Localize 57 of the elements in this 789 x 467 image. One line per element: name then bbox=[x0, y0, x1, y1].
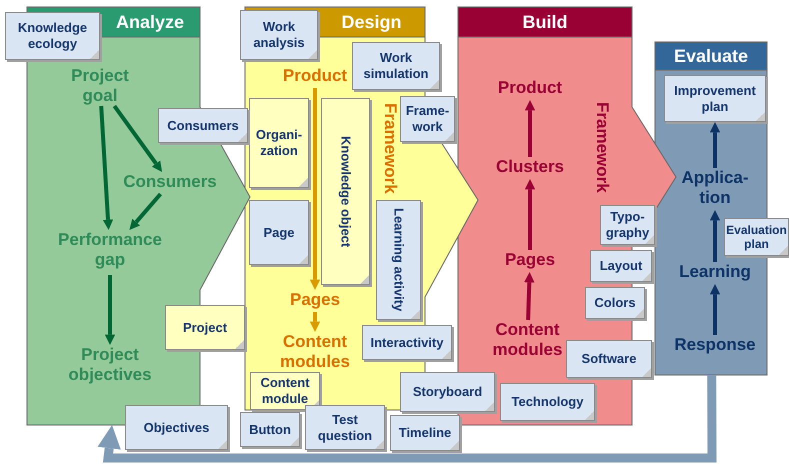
arrow bbox=[710, 284, 720, 335]
stage-label: Clusters bbox=[490, 157, 570, 179]
side-label: Framework bbox=[592, 101, 612, 195]
side-label: Framework bbox=[380, 102, 400, 196]
arrow bbox=[524, 179, 536, 250]
sticky-note: Technology bbox=[500, 383, 595, 421]
arrow bbox=[710, 122, 720, 168]
sticky-note: Consumers bbox=[158, 108, 248, 143]
stage-label: Product bbox=[280, 66, 350, 88]
arrow bbox=[129, 192, 162, 230]
stage-label: Content modules bbox=[275, 332, 355, 372]
sticky-note: Project bbox=[165, 305, 245, 350]
stage-label: Response bbox=[670, 335, 760, 357]
arrow bbox=[710, 210, 720, 262]
sticky-note: Organi- zation bbox=[249, 98, 309, 188]
sticky-note: Improvement plan bbox=[664, 75, 766, 122]
sticky-note: Test question bbox=[305, 405, 385, 450]
sticky-note: Objectives bbox=[125, 405, 228, 450]
stage-label: Pages bbox=[290, 290, 340, 312]
sticky-note: Learning activity bbox=[376, 200, 421, 320]
sticky-note: Work analysis bbox=[240, 10, 318, 60]
sticky-note: Evaluation plan bbox=[724, 218, 789, 256]
sticky-note: Software bbox=[566, 340, 652, 378]
arrow bbox=[112, 104, 162, 172]
sticky-note: Timeline bbox=[390, 415, 460, 451]
sticky-note: Frame- work bbox=[400, 96, 455, 142]
stage-label: Project goal bbox=[60, 66, 140, 106]
sticky-note: Layout bbox=[590, 250, 652, 282]
sticky-note: Interactivity bbox=[362, 325, 452, 360]
sticky-note: Content module bbox=[250, 372, 320, 410]
sticky-note: Button bbox=[240, 412, 300, 447]
sticky-note: Page bbox=[249, 200, 309, 265]
stage-label: Consumers bbox=[115, 172, 225, 194]
stage-label: Learning bbox=[673, 262, 757, 284]
panel-heading: Evaluate bbox=[672, 45, 750, 68]
sticky-note: Knowledge ecology bbox=[5, 12, 100, 60]
sticky-note: Knowledge object bbox=[321, 98, 370, 285]
stage-label: Product bbox=[495, 78, 565, 100]
stage-label: Content modules bbox=[490, 320, 565, 360]
stage-label: Pages bbox=[502, 250, 558, 272]
arrow bbox=[104, 275, 116, 345]
arrow bbox=[98, 374, 717, 462]
panel-heading: Analyze bbox=[114, 11, 186, 34]
arrow bbox=[524, 100, 536, 157]
sticky-note: Typo- graphy bbox=[600, 205, 655, 245]
sticky-note: Colors bbox=[585, 287, 645, 319]
sticky-note: Work simulation bbox=[352, 42, 440, 90]
arrow bbox=[99, 106, 114, 230]
panel-heading: Design bbox=[340, 11, 402, 34]
panel-heading: Build bbox=[522, 11, 568, 34]
sticky-note: Storyboard bbox=[400, 372, 495, 412]
arrow bbox=[310, 312, 320, 332]
stage-label: Applica- tion bbox=[678, 168, 752, 210]
stage-label: Performance gap bbox=[45, 230, 175, 275]
stage-label: Project objectives bbox=[55, 345, 165, 390]
arrow bbox=[310, 88, 320, 290]
arrow bbox=[524, 272, 534, 320]
